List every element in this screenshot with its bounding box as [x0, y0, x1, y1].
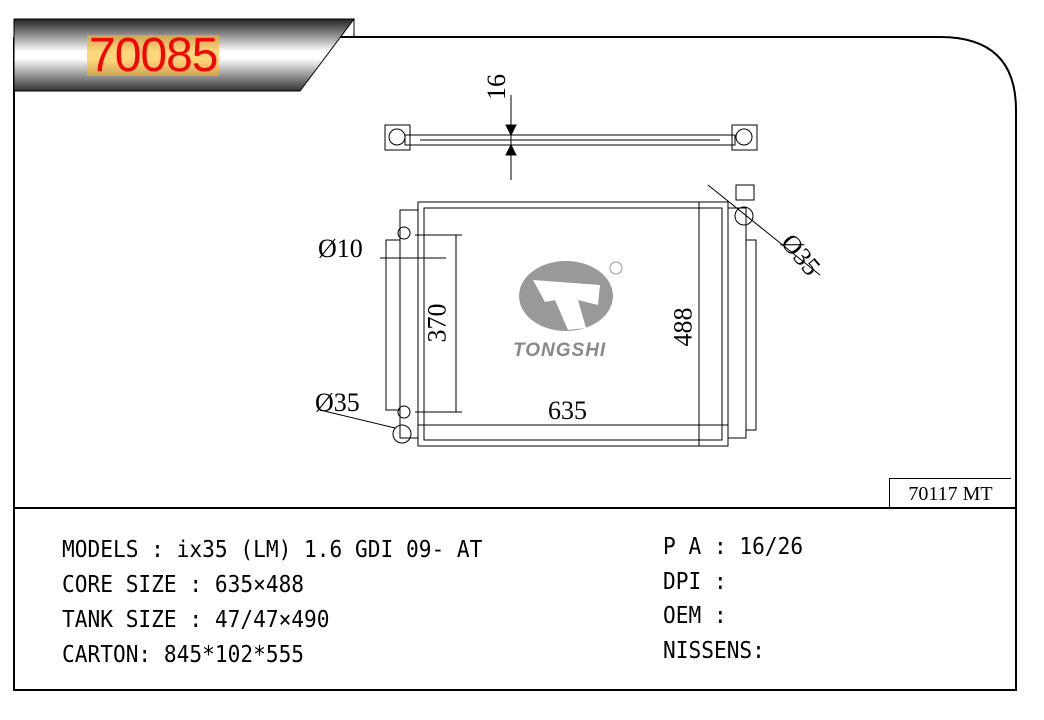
dim-small-pipe: Ø10 [318, 234, 363, 263]
spec-carton: CARTON: 845*102*555 [62, 642, 305, 668]
dim-thickness: 16 [482, 74, 511, 100]
front-view [319, 184, 821, 447]
model-code: 70117 MT [889, 478, 1011, 508]
spec-nissens: NISSENS: [663, 638, 765, 664]
spec-pa: P A : 16/26 [663, 534, 804, 560]
top-view [384, 95, 758, 180]
spec-tank-size: TANK SIZE : 47/47×490 [62, 607, 330, 633]
brand-logo-text: TONGSHI [513, 340, 607, 361]
part-number: 70085 [87, 29, 220, 82]
spec-oem: OEM : [663, 603, 727, 629]
logo-mark [519, 261, 623, 331]
dim-outlet: Ø35 [315, 388, 360, 417]
spec-core-size: CORE SIZE : 635×488 [62, 572, 305, 598]
dim-tank-height: 370 [422, 303, 452, 343]
spec-models: MODELS : ix35 (LM) 1.6 GDI 09- AT [62, 537, 483, 563]
dim-core-height: 488 [668, 307, 698, 347]
dim-core-width: 635 [548, 396, 587, 425]
spec-dpi: DPI : [663, 569, 727, 595]
